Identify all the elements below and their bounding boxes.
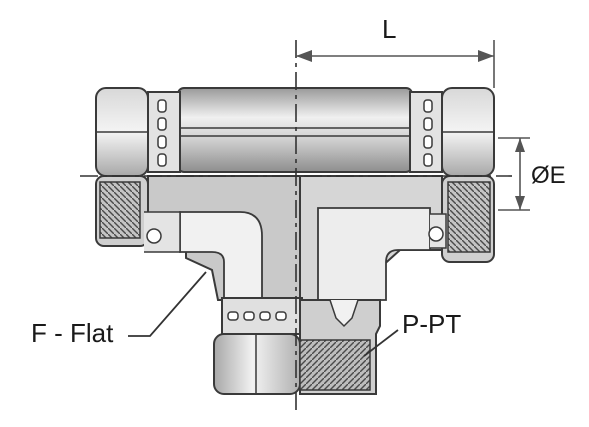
tee-body-section	[144, 175, 447, 301]
dimension-E	[498, 137, 530, 211]
dimension-L	[296, 40, 495, 88]
leader-lines	[128, 271, 399, 357]
label-flat-face: F - Flat	[31, 318, 114, 348]
top-tube	[177, 87, 413, 173]
label-port: P-PT	[402, 309, 462, 339]
bottom-swivel-nut	[213, 297, 303, 395]
label-L: L	[382, 14, 397, 44]
centerlines	[80, 40, 512, 412]
right-swivel-nut	[409, 87, 495, 263]
port-threaded-section	[299, 299, 381, 395]
label-diameter-E: ØE	[531, 162, 566, 189]
